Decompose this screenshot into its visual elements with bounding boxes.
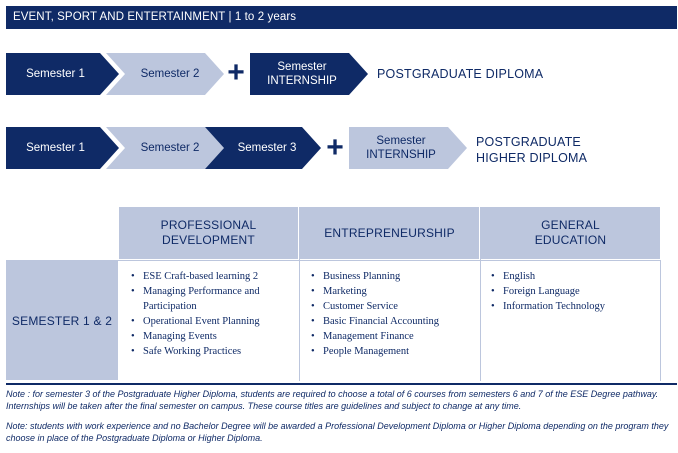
list-item: English — [491, 269, 657, 284]
flow1-semester-2: Semester 2 — [106, 53, 224, 95]
list-item: People Management — [311, 344, 477, 359]
flow2-semester-2: Semester 2 — [106, 127, 224, 169]
table-divider — [480, 207, 481, 381]
note-work-experience: Note: students with work experience and … — [6, 421, 669, 443]
flow1-plus-icon: + — [227, 56, 245, 89]
table-divider — [299, 207, 300, 381]
note-semester-3: Note : for semester 3 of the Postgraduat… — [6, 389, 659, 411]
notes-divider — [6, 383, 677, 385]
list-item: Information Technology — [491, 299, 657, 314]
list-item: Foreign Language — [491, 284, 657, 299]
flow1-semester-1: Semester 1 — [6, 53, 119, 95]
page-header: EVENT, SPORT AND ENTERTAINMENT | 1 to 2 … — [6, 6, 677, 29]
list-item: Marketing — [311, 284, 477, 299]
flow1-result: POSTGRADUATE DIPLOMA — [377, 67, 544, 81]
flow2-result: POSTGRADUATE HIGHER DIPLOMA — [476, 135, 588, 165]
course-list-general-education: English Foreign Language Information Tec… — [491, 261, 657, 379]
list-item: Management Finance — [311, 329, 477, 344]
flow2-semester-3: Semester 3 — [205, 127, 321, 169]
list-item: Managing Events — [131, 329, 297, 344]
list-item: Customer Service — [311, 299, 477, 314]
course-list-professional-development: ESE Craft-based learning 2 Managing Perf… — [131, 261, 297, 379]
list-item: Operational Event Planning — [131, 314, 297, 329]
flow1-internship: Semester INTERNSHIP — [250, 53, 368, 95]
flow2-semester-1: Semester 1 — [6, 127, 119, 169]
course-list-entrepreneurship: Business Planning Marketing Customer Ser… — [311, 261, 477, 379]
list-item: Business Planning — [311, 269, 477, 284]
column-header-entrepreneurship: ENTREPRENEURSHIP — [300, 207, 479, 259]
flow2-plus-icon: + — [326, 131, 344, 164]
list-item: Managing Performance and Participation — [131, 284, 297, 314]
list-item: Basic Financial Accounting — [311, 314, 477, 329]
flow2-internship: Semester INTERNSHIP — [349, 127, 467, 169]
list-item: ESE Craft-based learning 2 — [131, 269, 297, 284]
table-divider — [6, 260, 661, 261]
table-divider — [660, 261, 661, 381]
list-item: Safe Working Practices — [131, 344, 297, 359]
row-header-semester: SEMESTER 1 & 2 — [6, 261, 118, 380]
